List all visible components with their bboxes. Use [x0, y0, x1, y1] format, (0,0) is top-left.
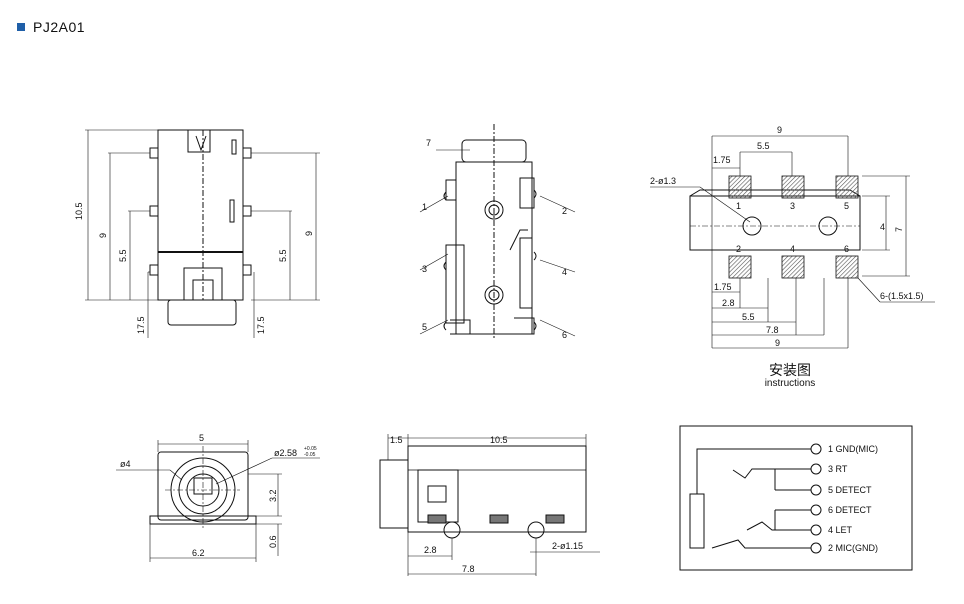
fp-pin-4: 4 [790, 244, 795, 254]
fp-pin-5: 5 [844, 201, 849, 211]
dim-9-left: 9 [98, 233, 108, 238]
schem-pin-1: 1 GND(MIC) [828, 444, 878, 454]
fp-pin-3: 3 [790, 201, 795, 211]
schem-pin-5: 5 DETECT [828, 485, 872, 495]
pin-label-2: 2 [562, 206, 567, 216]
pin-schematic [679, 425, 913, 571]
fp-pin-1: 1 [736, 201, 741, 211]
front-tol-plus: +0.05 [304, 446, 317, 452]
fp-dim-b-2-8: 2.8 [722, 298, 735, 308]
fp-dim-b-9: 9 [775, 338, 780, 348]
fp-pad-label: 6-(1.5x1.5) [880, 291, 924, 301]
top-middle-bottom-view [419, 124, 576, 340]
pin-label-1: 1 [422, 202, 427, 212]
footprint-view [650, 135, 935, 349]
fp-dim-5-5: 5.5 [757, 141, 770, 151]
fp-dim-1-75: 1.75 [713, 155, 731, 165]
front-dim-0-6: 0.6 [268, 535, 278, 548]
side-dim-2-8: 2.8 [424, 545, 437, 555]
front-view [116, 440, 320, 562]
pin-label-5: 5 [422, 322, 427, 332]
footprint-caption-en: instructions [764, 378, 816, 389]
dim-10-5: 10.5 [74, 202, 84, 220]
dim-17-5-left: 17.5 [136, 316, 146, 334]
fp-dim-7: 7 [894, 227, 904, 232]
pin-label-4: 4 [562, 267, 567, 277]
dim-17-5-right: 17.5 [256, 316, 266, 334]
pin-label-7: 7 [426, 138, 431, 148]
schem-pin-6: 6 DETECT [828, 505, 872, 515]
schem-pin-4: 4 LET [828, 525, 853, 535]
side-hole-label: 2-ø1.15 [552, 541, 583, 551]
dim-5-5-right: 5.5 [278, 249, 288, 262]
fp-pin-2: 2 [736, 244, 741, 254]
front-dim-3-2: 3.2 [268, 489, 278, 502]
fp-dim-4: 4 [880, 222, 885, 232]
front-tol-minus: -0.05 [304, 452, 316, 458]
front-dim-d4: ø4 [120, 459, 131, 469]
title-block: PJ2A01 [17, 19, 85, 35]
footprint-caption-cn: 安装图 [769, 362, 811, 378]
fp-dim-9-top: 9 [777, 125, 782, 135]
side-dim-7-8: 7.8 [462, 564, 475, 574]
front-dim-6-2: 6.2 [192, 548, 205, 558]
fp-dim-b-5-5: 5.5 [742, 312, 755, 322]
fp-dim-b-1-75: 1.75 [714, 282, 732, 292]
fp-hole-label: 2-ø1.3 [650, 176, 676, 186]
dim-9-right: 9 [304, 231, 314, 236]
side-dim-10-5: 10.5 [490, 435, 508, 445]
page-title: PJ2A01 [33, 19, 86, 35]
front-dim-5: 5 [199, 433, 204, 443]
dim-5-5-left: 5.5 [118, 249, 128, 262]
pin-label-6: 6 [562, 330, 567, 340]
top-left-side-view [85, 129, 320, 338]
schem-pin-3: 3 RT [828, 464, 848, 474]
side-dim-1-5: 1.5 [390, 435, 403, 445]
front-dim-d2-58: ø2.58 [274, 448, 297, 458]
bullet-icon [17, 23, 25, 31]
fp-dim-b-7-8: 7.8 [766, 325, 779, 335]
footprint-pads [728, 175, 859, 279]
fp-pin-6: 6 [844, 244, 849, 254]
schem-pin-2: 2 MIC(GND) [828, 543, 878, 553]
bottom-side-view [379, 434, 600, 576]
pin-label-3: 3 [422, 264, 427, 274]
